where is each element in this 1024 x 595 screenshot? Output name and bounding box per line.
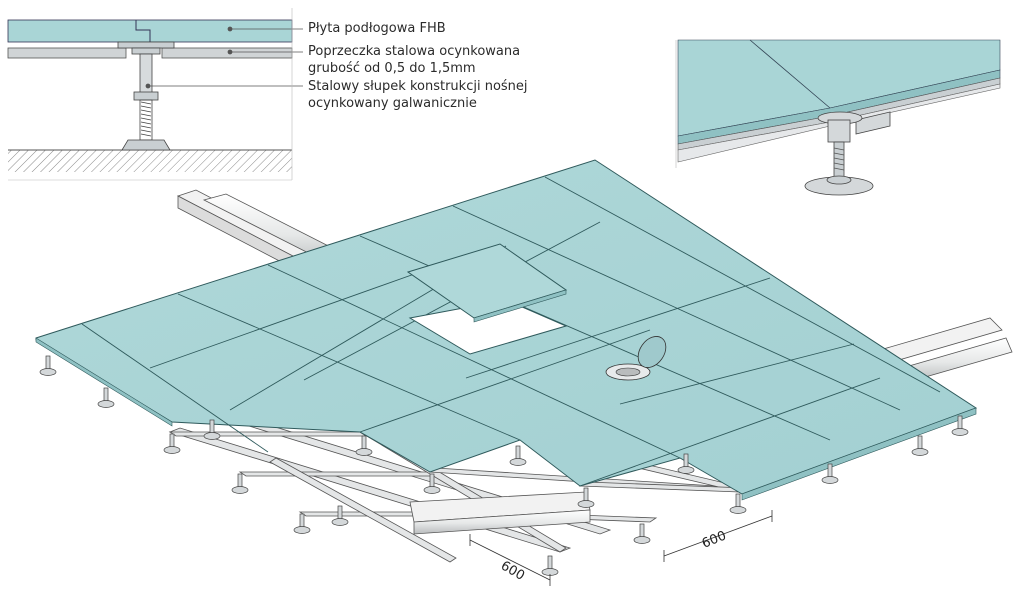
pedestal-foot bbox=[423, 473, 441, 494]
callout-stringer-line2: grubość od 0,5 do 1,5mm bbox=[308, 61, 476, 76]
pedestal-foot bbox=[355, 435, 373, 456]
pedestal-foot bbox=[911, 435, 929, 456]
pedestal-foot bbox=[729, 493, 747, 514]
floor-outlet bbox=[605, 336, 667, 381]
concrete-slab bbox=[8, 150, 292, 172]
main-floor-illustration bbox=[35, 159, 1013, 563]
dimension-left-label: 600 bbox=[498, 558, 527, 583]
pedestal-foot bbox=[541, 555, 559, 576]
pedestal-foot bbox=[821, 463, 839, 484]
ducts-front bbox=[409, 491, 591, 535]
pedestal-foot bbox=[951, 415, 969, 436]
pedestal-foot bbox=[509, 445, 527, 466]
pedestal-foot bbox=[39, 355, 57, 376]
callout-pedestal-line2: ocynkowany galwanicznie bbox=[308, 96, 477, 111]
dimension-left bbox=[469, 534, 551, 586]
pedestal-foot bbox=[97, 387, 115, 408]
pedestal-foot bbox=[331, 505, 349, 526]
callout-stringer-line1: Poprzeczka stalowa ocynkowana bbox=[308, 44, 521, 59]
callout-panel: Płyta podłogowa FHB bbox=[308, 21, 446, 36]
pedestal-foot bbox=[677, 453, 695, 474]
pedestal-foot bbox=[293, 513, 311, 534]
pedestal-foot bbox=[633, 523, 651, 544]
pedestal-foot bbox=[577, 487, 595, 508]
stringer-section-right bbox=[161, 47, 293, 59]
dimension-right-label: 600 bbox=[700, 529, 729, 552]
pedestal-foot bbox=[203, 419, 221, 440]
stringer-section-left bbox=[7, 47, 127, 59]
pedestal-base bbox=[121, 139, 171, 151]
callout-pedestal-line1: Stalowy słupek konstrukcji nośnej bbox=[308, 79, 528, 94]
pedestal-foot bbox=[231, 473, 249, 494]
pedestal-foot bbox=[163, 433, 181, 454]
dimension-right bbox=[663, 510, 773, 562]
joint-3d-detail bbox=[677, 39, 1001, 196]
pedestal-feet bbox=[39, 355, 969, 576]
cross-section-detail bbox=[7, 19, 303, 172]
pedestal-tube bbox=[139, 53, 153, 95]
